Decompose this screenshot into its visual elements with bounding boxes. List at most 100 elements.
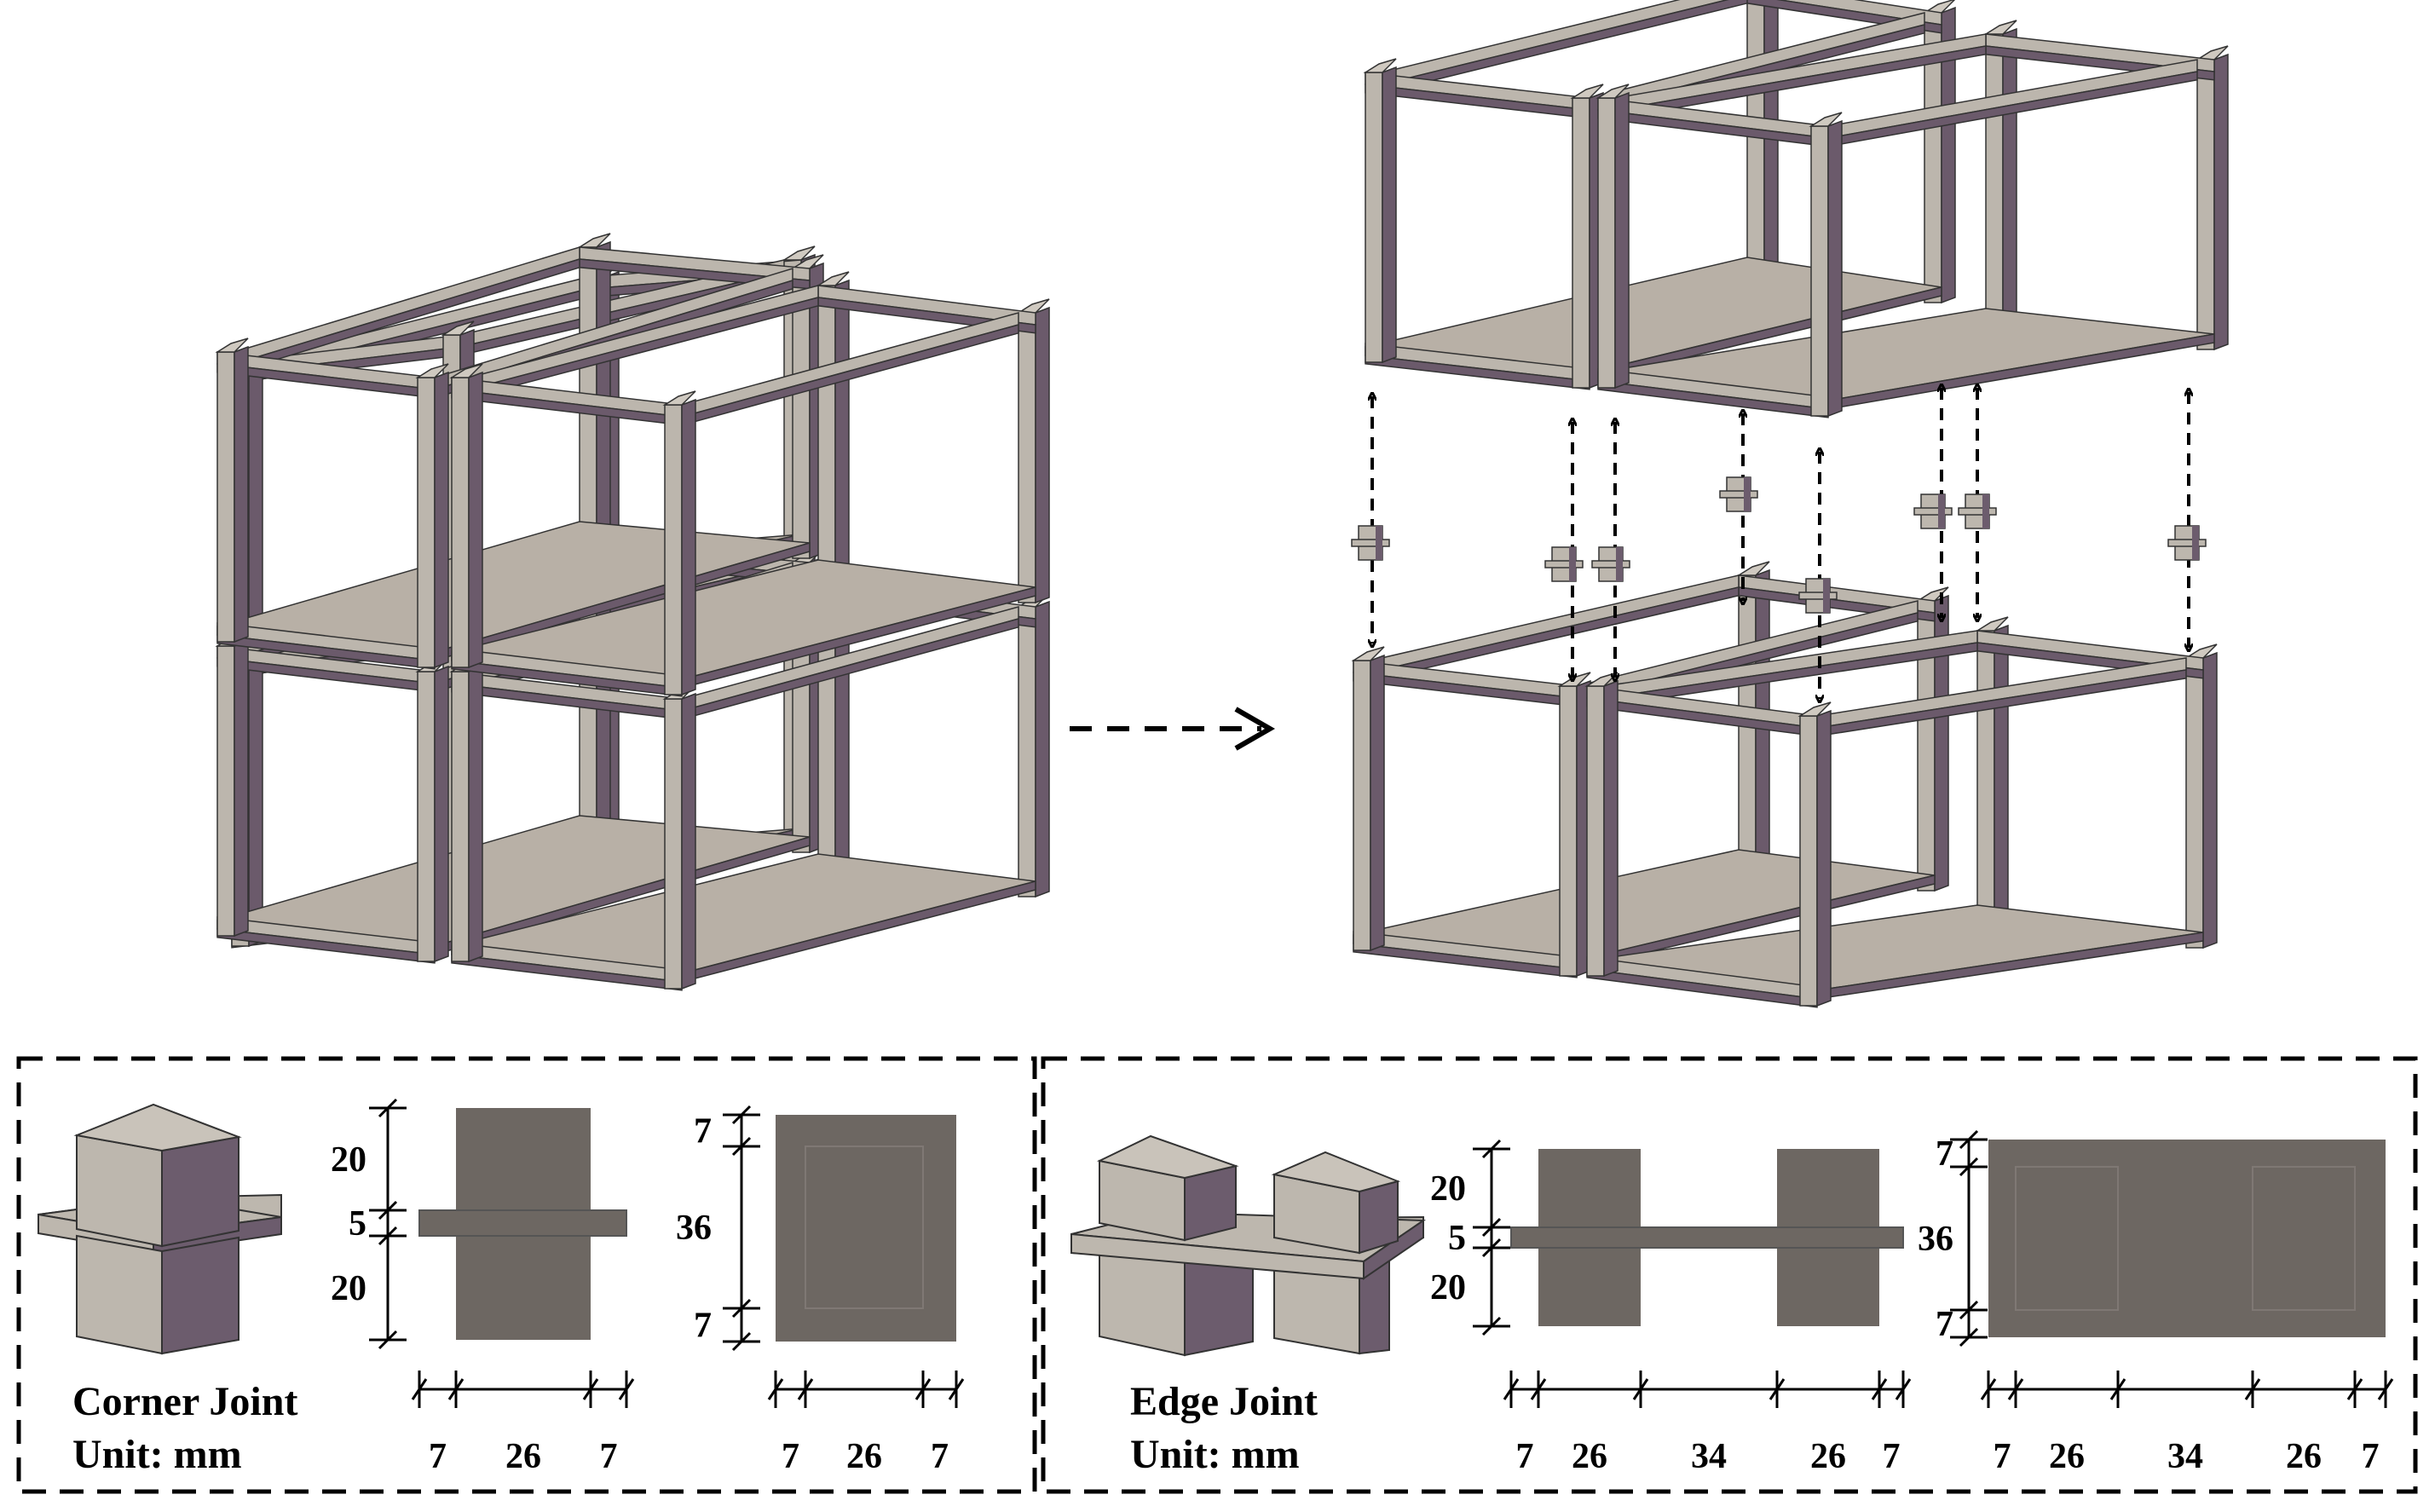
frame-column [1975,616,2009,632]
frame-column [1035,306,1050,604]
frame-column [1363,58,1397,73]
edge-joint-top-vertical-dimension: 7 36 7 [1918,1129,1988,1348]
corner-joint-top-vertical-dimension: 7 36 7 [676,1105,760,1352]
small-joint-icon [1719,476,1758,512]
dimension-label: 7 [694,1112,712,1151]
frame-column [216,645,235,937]
frame-beam [1370,574,1740,673]
small-joint-icon [2167,525,2207,561]
dimension-label: 5 [349,1204,366,1244]
small-joint-icon [1958,493,1997,529]
frame-column [215,338,249,353]
small-joint-icon [1798,578,1838,614]
dimension-label: 7 [931,1437,949,1476]
frame-column [1365,72,1383,363]
frame-column [1797,701,1832,717]
frame-column [2196,59,2215,350]
frame-column [1941,6,1956,304]
frame-column [664,404,683,695]
dimension-label: 7 [2362,1437,2380,1476]
dimension-label: 7 [1883,1437,1901,1476]
frame-column [1603,679,1619,978]
frame-column [248,355,263,654]
frame-column [2002,27,2017,326]
frame-column [2213,53,2229,351]
frame-column [1351,646,1385,661]
frame-column [248,649,263,948]
edge-joint-title: Edge Joint [1130,1379,1318,1424]
frame-column [681,398,696,696]
dimension-label: 20 [331,1269,366,1308]
frame-column [451,671,470,962]
dimension-label: 7 [782,1437,799,1476]
frame-column [468,665,483,963]
frame-column [1382,66,1397,364]
frame-column [1572,97,1590,389]
frame-column [415,363,449,378]
dimension-label: 7 [1516,1437,1534,1476]
frame-column [216,351,235,643]
frame-column [681,692,696,990]
dimension-label: 26 [505,1437,541,1476]
corner-joint-front-view [418,1108,627,1340]
corner-joint-top-horizontal-dimension: 7 26 7 [767,1371,965,1476]
frame-column [2185,657,2204,949]
frame-column [1983,20,2017,35]
dimension-label: 7 [429,1437,447,1476]
frame-column [1595,84,1630,99]
frame-column [451,377,470,668]
frame-column [577,233,611,248]
dimension-label: 7 [1936,1134,1953,1174]
dimension-label: 36 [1918,1220,1953,1259]
frame-column [1827,119,1843,418]
dimension-label: 7 [694,1307,712,1346]
corner-joint-unit: Unit: mm [72,1432,242,1477]
dashed-right-arrow-icon [1070,707,1276,751]
frame-column [1035,600,1050,898]
dimension-label: 26 [2286,1437,2322,1476]
frame-column [417,671,436,962]
frame-column [1809,112,1843,127]
edge-joint-3d [1070,1134,1427,1357]
dimension-label: 26 [846,1437,882,1476]
edge-joint-panel [1041,1056,2418,1494]
dimension-label: 26 [2049,1437,2085,1476]
frame-column [1353,660,1371,951]
dimension-label: 36 [676,1209,712,1248]
frame-column [817,285,836,576]
dimension-label: 7 [1936,1305,1953,1344]
frame-column [1810,125,1829,417]
dimension-label: 34 [2167,1437,2203,1476]
frame-column [1985,33,2004,325]
frame-column [1976,630,1995,921]
edge-joint-top-view [1988,1140,2386,1337]
frame-column [441,320,475,336]
frame-column [1586,685,1605,977]
frame-column [664,698,683,990]
small-joint-icon [1591,546,1630,582]
frame-column [234,639,249,938]
frame-beam [681,324,1019,426]
exploded-modular-structure [1351,0,2229,1008]
dimension-label: 20 [1430,1268,1466,1307]
frame-column [816,271,850,286]
frame-column [1994,624,2009,922]
corner-joint-3d [38,1103,282,1355]
frame-column [2202,651,2218,949]
frame-column [1799,715,1818,1007]
dimension-label: 20 [1430,1169,1466,1209]
frame-column [434,665,449,963]
dimension-label: 34 [1691,1437,1727,1476]
frame-column [468,371,483,669]
frame-column [1018,606,1036,897]
corner-joint-title: Corner Joint [72,1379,297,1424]
frame-column [1614,91,1630,390]
edge-joint-front-view [1510,1149,1904,1326]
frame-column [1018,312,1036,603]
frame-column [434,371,449,669]
